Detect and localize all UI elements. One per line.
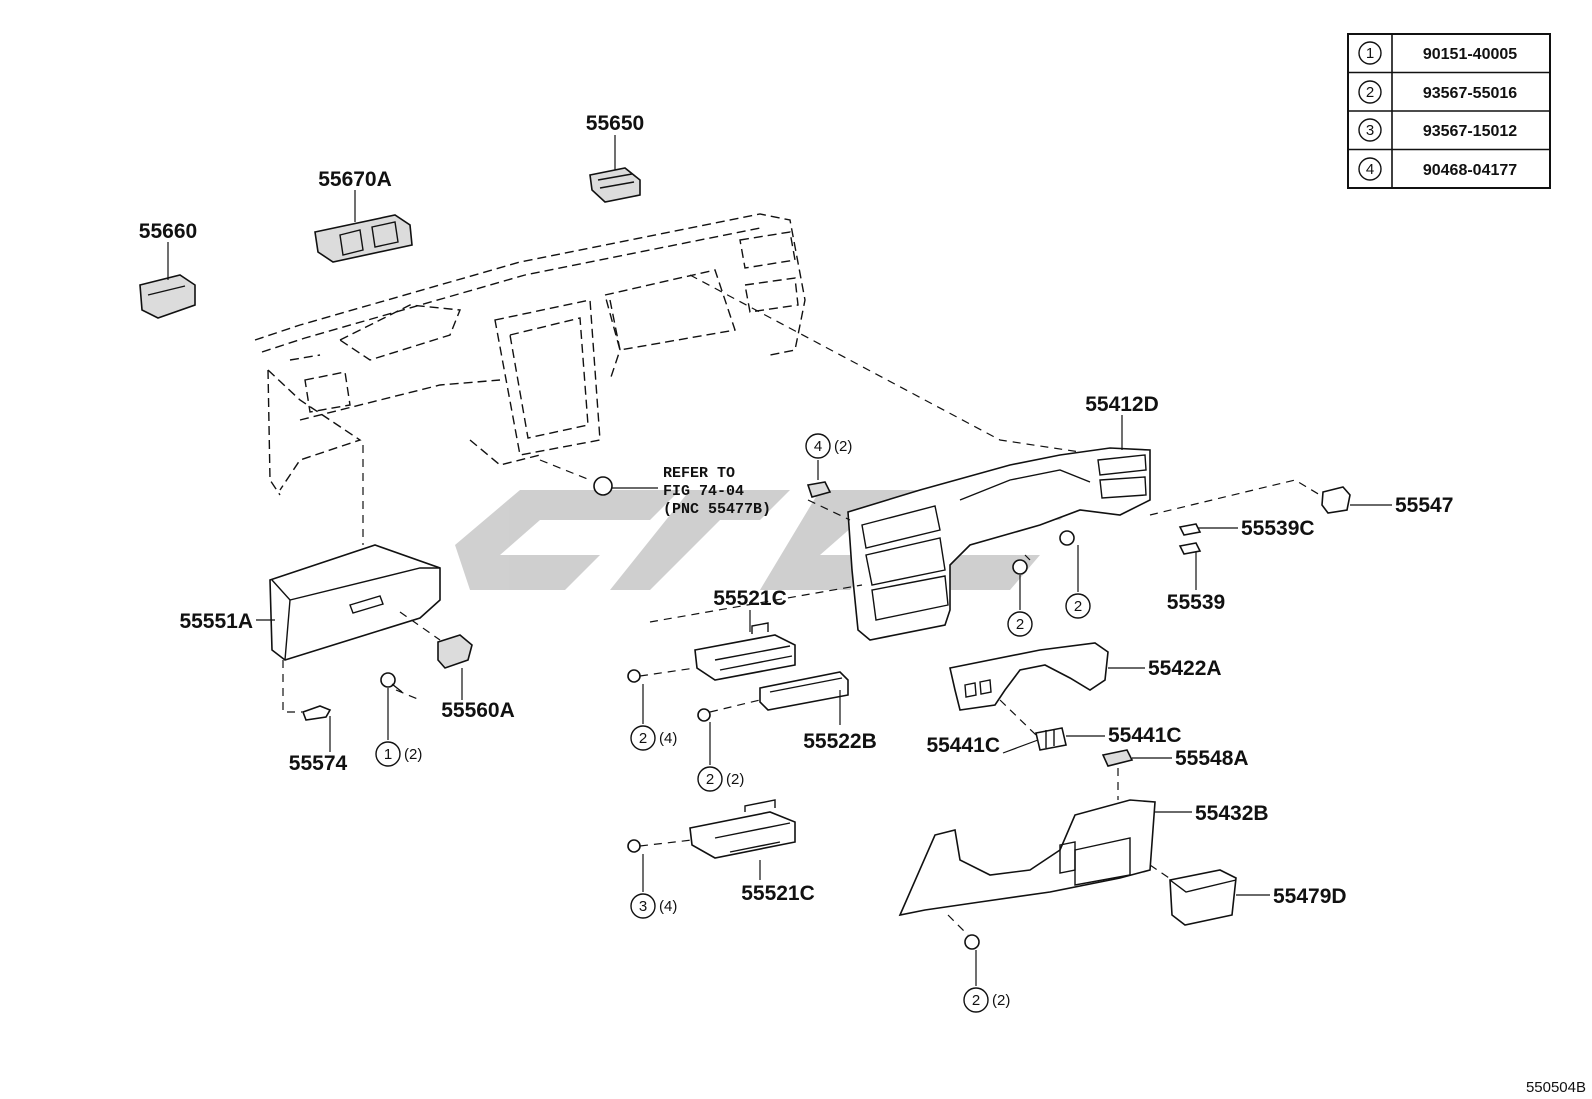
label-55547: 55547 [1395, 494, 1453, 517]
label-55670A: 55670A [318, 168, 392, 191]
label-leaders [167, 135, 1392, 986]
svg-text:4: 4 [814, 438, 822, 455]
label-55548A: 55548A [1175, 747, 1249, 770]
screw-panel-b [1059, 530, 1075, 546]
label-55574: 55574 [289, 752, 348, 775]
coin-box-55479D [1169, 869, 1237, 926]
callout-2-panel-b: 2 [1065, 593, 1091, 619]
label-55521C-bottom: 55521C [741, 882, 815, 905]
glove-box-55551A [269, 544, 441, 661]
callout-2-panel-a: 2 [1007, 611, 1033, 637]
svg-text:(4): (4) [659, 898, 677, 915]
clip-55539C [1178, 523, 1202, 536]
table-ref-4: 4 [1366, 161, 1374, 178]
svg-text:2: 2 [1074, 598, 1082, 615]
table-ref-1: 1 [1366, 45, 1374, 62]
label-55660: 55660 [139, 220, 197, 243]
label-55412D: 55412D [1085, 393, 1159, 416]
label-55650: 55650 [586, 112, 644, 135]
label-55441C-left: 55441C [926, 734, 1000, 757]
table-part-no-4: 90468-04177 [1423, 162, 1517, 179]
callout-2-pocket: 2 (2) [697, 766, 744, 792]
table-ref-3: 3 [1366, 122, 1374, 139]
svg-text:1: 1 [384, 746, 392, 763]
bolt-55574 [301, 705, 332, 721]
refer-note-line-2: FIG 74-04 [663, 483, 744, 500]
table-part-no-3: 93567-15012 [1423, 123, 1517, 140]
screw-bracket-top [627, 669, 641, 683]
lower-panel-55432B [898, 799, 1156, 917]
clip-55547 [1321, 486, 1351, 514]
callout-2-lower: 2 (2) [963, 987, 1010, 1013]
vent-55670A [314, 214, 413, 263]
label-55551A: 55551A [179, 610, 253, 633]
svg-text:(2): (2) [834, 438, 852, 455]
svg-text:2: 2 [972, 992, 980, 1009]
table-ref-2: 2 [1366, 84, 1374, 101]
vent-55660 [139, 274, 196, 319]
bracket-55521C-bottom [689, 799, 796, 859]
label-55441C-right: 55441C [1108, 724, 1182, 747]
svg-text:2: 2 [639, 730, 647, 747]
refer-note-line-1: REFER TO [663, 465, 735, 482]
svg-text:(2): (2) [726, 771, 744, 788]
label-55521C-top: 55521C [713, 587, 787, 610]
switch-55441C [1035, 727, 1067, 751]
label-55432B: 55432B [1195, 802, 1269, 825]
pocket-55522B [759, 671, 849, 711]
svg-text:2: 2 [1016, 616, 1024, 633]
svg-text:(4): (4) [659, 730, 677, 747]
svg-text:(2): (2) [992, 992, 1010, 1009]
cover-55548A [1101, 749, 1134, 767]
svg-text:(2): (2) [404, 746, 422, 763]
refer-note-line-3: (PNC 55477B) [663, 501, 771, 518]
callout-4-panel: 4 (2) [805, 433, 852, 459]
screw-pocket [697, 708, 711, 722]
table-part-no-2: 93567-55016 [1423, 85, 1517, 102]
bracket-55521C-top [694, 622, 796, 681]
vent-55650 [589, 167, 641, 203]
assembly-dashed-lines [282, 274, 1321, 936]
svg-text:3: 3 [639, 898, 647, 915]
screw-lower [964, 934, 980, 950]
callout-2-bracket-top: 2 (4) [630, 725, 677, 751]
lock-55560A [437, 634, 473, 669]
label-55522B: 55522B [803, 730, 877, 753]
parts-table: 1 2 3 4 90151-40005 93567-55016 93567-15… [1347, 33, 1551, 189]
callout-3-bracket-bottom: 3 (4) [630, 893, 677, 919]
label-55422A: 55422A [1148, 657, 1222, 680]
dashboard-outline [254, 213, 806, 496]
table-part-no-1: 90151-40005 [1423, 46, 1517, 63]
clip-55539 [1178, 542, 1202, 555]
svg-text:2: 2 [706, 771, 714, 788]
clip-refer [593, 476, 613, 496]
figure-id: 550504B [1526, 1079, 1586, 1096]
lower-panel-55422A [949, 642, 1109, 711]
callout-1-glovebox: 1 (2) [375, 741, 422, 767]
clip-4-upper [806, 481, 832, 498]
screw-left [380, 672, 403, 693]
label-55539: 55539 [1167, 591, 1225, 614]
label-55560A: 55560A [441, 699, 515, 722]
screw-bracket-bottom [627, 839, 641, 853]
label-55479D: 55479D [1273, 885, 1347, 908]
screw-panel-a [1012, 559, 1028, 575]
cluster-panel-55412D [847, 447, 1151, 641]
label-55539C: 55539C [1241, 517, 1315, 540]
